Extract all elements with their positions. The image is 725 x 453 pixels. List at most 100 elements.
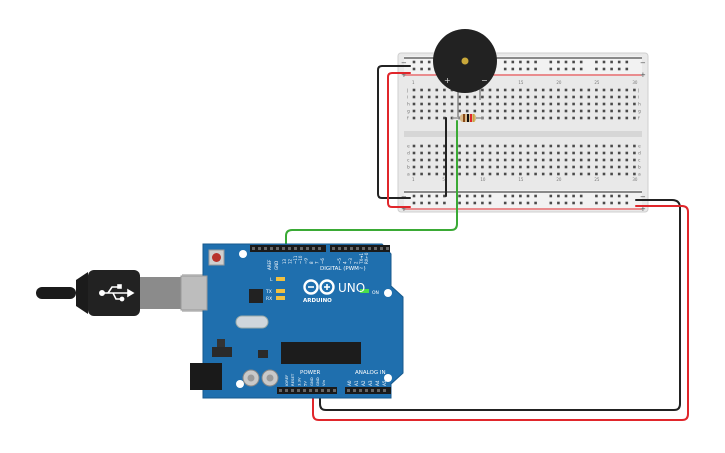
breadboard-hole[interactable] [412, 158, 416, 162]
breadboard-hole[interactable] [519, 144, 522, 148]
breadboard-hole[interactable] [625, 165, 629, 169]
breadboard-hole[interactable] [610, 158, 613, 162]
breadboard-hole[interactable] [427, 109, 431, 113]
breadboard-hole[interactable] [579, 172, 583, 176]
header-pin[interactable] [297, 389, 300, 392]
breadboard-hole[interactable] [488, 88, 492, 92]
rail-hole[interactable] [564, 194, 568, 198]
breadboard-hole[interactable] [511, 116, 515, 120]
breadboard-hole[interactable] [473, 109, 477, 113]
rail-hole[interactable] [519, 60, 522, 64]
breadboard-hole[interactable] [602, 95, 606, 99]
rail-hole[interactable] [534, 67, 537, 71]
breadboard-hole[interactable] [541, 165, 545, 169]
breadboard-hole[interactable] [443, 116, 446, 120]
rail-hole[interactable] [511, 194, 515, 198]
breadboard-hole[interactable] [412, 165, 416, 169]
header-pin[interactable] [315, 389, 318, 392]
breadboard-hole[interactable] [572, 158, 575, 162]
rail-hole[interactable] [503, 67, 507, 71]
breadboard-hole[interactable] [610, 165, 613, 169]
breadboard-hole[interactable] [541, 95, 545, 99]
breadboard-hole[interactable] [450, 95, 454, 99]
breadboard-hole[interactable] [617, 165, 621, 169]
breadboard-hole[interactable] [579, 158, 583, 162]
rail-hole[interactable] [595, 67, 598, 71]
rail-hole[interactable] [602, 194, 606, 198]
breadboard-hole[interactable] [481, 151, 484, 155]
breadboard-hole[interactable] [503, 172, 507, 176]
breadboard-hole[interactable] [465, 102, 469, 106]
breadboard-hole[interactable] [610, 172, 613, 176]
breadboard-hole[interactable] [443, 95, 446, 99]
breadboard-hole[interactable] [633, 116, 636, 120]
breadboard-hole[interactable] [549, 95, 553, 99]
breadboard-hole[interactable] [450, 144, 454, 148]
breadboard-hole[interactable] [435, 165, 439, 169]
rail-hole[interactable] [443, 194, 446, 198]
breadboard[interactable]: − + − + − + − + 115510101515202025253030… [397, 52, 649, 213]
header-pin[interactable] [338, 247, 341, 250]
breadboard-hole[interactable] [443, 158, 446, 162]
breadboard-hole[interactable] [519, 102, 522, 106]
breadboard-hole[interactable] [564, 102, 568, 106]
header-pin[interactable] [332, 247, 335, 250]
breadboard-hole[interactable] [435, 109, 439, 113]
breadboard-hole[interactable] [633, 109, 636, 113]
breadboard-hole[interactable] [610, 95, 613, 99]
breadboard-hole[interactable] [526, 88, 530, 92]
breadboard-hole[interactable] [412, 109, 416, 113]
breadboard-hole[interactable] [450, 102, 454, 106]
breadboard-hole[interactable] [617, 102, 621, 106]
breadboard-hole[interactable] [557, 151, 560, 155]
breadboard-hole[interactable] [557, 95, 560, 99]
breadboard-hole[interactable] [617, 151, 621, 155]
breadboard-hole[interactable] [496, 172, 499, 176]
header-pin[interactable] [356, 247, 359, 250]
breadboard-hole[interactable] [519, 151, 522, 155]
rail-hole[interactable] [427, 60, 431, 64]
breadboard-hole[interactable] [579, 144, 583, 148]
breadboard-hole[interactable] [572, 151, 575, 155]
breadboard-hole[interactable] [465, 109, 469, 113]
breadboard-hole[interactable] [633, 95, 636, 99]
breadboard-hole[interactable] [549, 109, 553, 113]
breadboard-hole[interactable] [503, 109, 507, 113]
arduino-uno[interactable]: ARDUINO UNO DIGITAL (PWM~) ANALOG IN POW… [180, 243, 404, 399]
rail-hole[interactable] [549, 201, 553, 205]
breadboard-hole[interactable] [564, 116, 568, 120]
rail-hole[interactable] [617, 60, 621, 64]
breadboard-hole[interactable] [412, 102, 416, 106]
breadboard-hole[interactable] [557, 102, 560, 106]
breadboard-hole[interactable] [443, 144, 446, 148]
rail-hole[interactable] [526, 67, 530, 71]
rail-hole[interactable] [473, 201, 477, 205]
breadboard-hole[interactable] [427, 158, 431, 162]
breadboard-hole[interactable] [633, 88, 636, 92]
rail-hole[interactable] [557, 67, 560, 71]
wires[interactable] [285, 65, 689, 421]
breadboard-hole[interactable] [496, 116, 499, 120]
breadboard-hole[interactable] [420, 144, 423, 148]
breadboard-hole[interactable] [610, 116, 613, 120]
breadboard-hole[interactable] [625, 102, 629, 106]
breadboard-hole[interactable] [473, 172, 477, 176]
breadboard-hole[interactable] [526, 109, 530, 113]
rail-hole[interactable] [412, 194, 416, 198]
breadboard-hole[interactable] [617, 116, 621, 120]
breadboard-hole[interactable] [541, 88, 545, 92]
header-pin[interactable] [365, 389, 368, 392]
header-pin[interactable] [386, 247, 389, 250]
breadboard-hole[interactable] [443, 88, 446, 92]
breadboard-hole[interactable] [617, 88, 621, 92]
breadboard-hole[interactable] [541, 158, 545, 162]
breadboard-hole[interactable] [519, 88, 522, 92]
breadboard-hole[interactable] [625, 172, 629, 176]
rail-hole[interactable] [564, 60, 568, 64]
breadboard-hole[interactable] [633, 151, 636, 155]
breadboard-hole[interactable] [617, 172, 621, 176]
breadboard-hole[interactable] [435, 116, 439, 120]
breadboard-hole[interactable] [587, 165, 591, 169]
rail-hole[interactable] [503, 194, 507, 198]
breadboard-hole[interactable] [503, 151, 507, 155]
